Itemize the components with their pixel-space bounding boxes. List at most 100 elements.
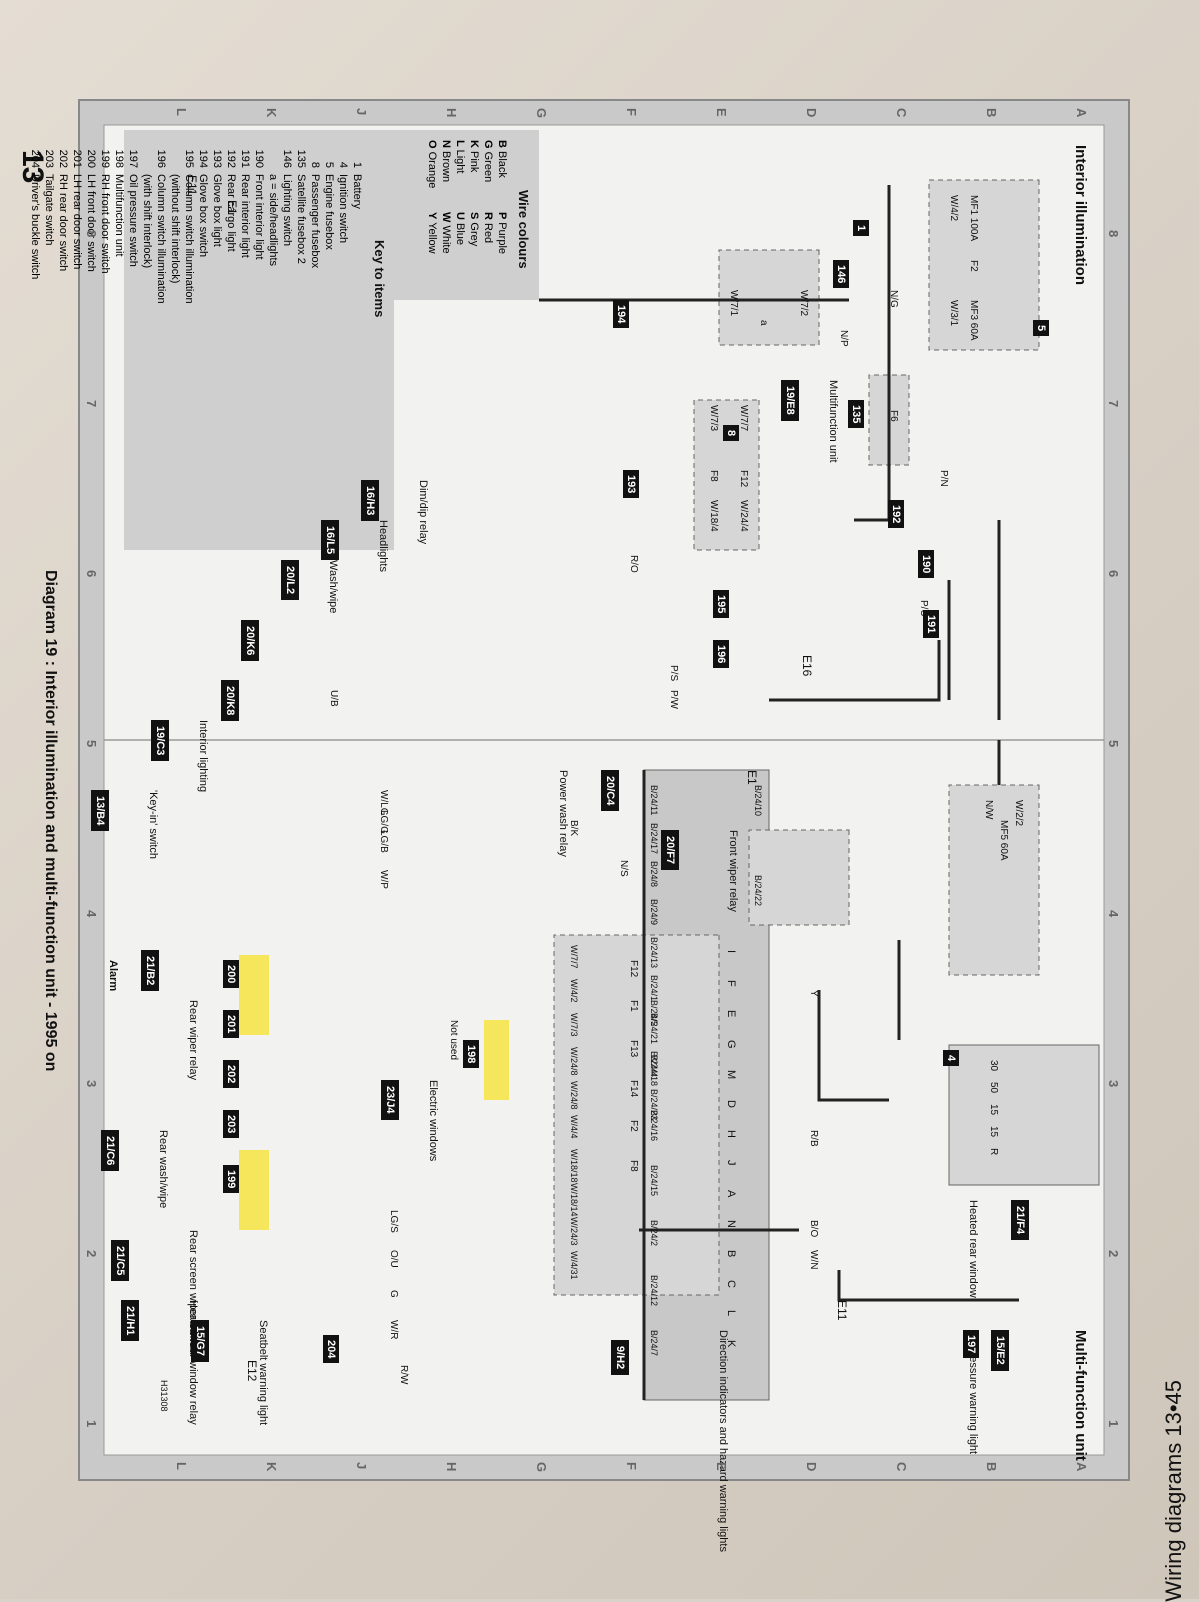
key-number: 195 (183, 149, 195, 168)
grid-row-label: K (264, 108, 279, 118)
grid-row-label: D (804, 108, 819, 118)
wire-label-rw: R/W (398, 1365, 409, 1385)
wire-pu2 (769, 640, 941, 702)
key-label: RH rear door switch (57, 174, 69, 272)
label-power-wash: Power wash relay (557, 770, 569, 857)
colour-name: Purple (496, 222, 508, 254)
fuse-f12: F12 (738, 470, 749, 488)
wire-label-nw: N/W (983, 800, 994, 820)
wire-label-pn: P/N (938, 470, 949, 487)
grid-row-label: B (984, 108, 999, 118)
key-number: 196 (155, 149, 167, 168)
grid-col-label: 1 (84, 1420, 99, 1428)
key-label: Column switch illumination (155, 174, 167, 304)
fuse8-fuse-label: F1 (628, 1000, 639, 1012)
label-notused: Not used (448, 1020, 459, 1061)
wire-label-y: Y (808, 990, 819, 997)
item-number: 201 (223, 1010, 239, 1039)
wire-label-wr: W/R (388, 1320, 399, 1340)
mfu-pin-letter: C (725, 1280, 737, 1288)
mfu-pin-label: B/24/7 (649, 1330, 659, 1357)
fuse-f8: F8 (708, 470, 719, 482)
key-label: Rear interior light (239, 174, 251, 258)
item-number: 202 (223, 1060, 239, 1089)
wire-label-bo: B/O (808, 1220, 819, 1238)
wire-label-ng: N/G (888, 290, 899, 308)
cross-reference-tag: 20/F7 (661, 830, 679, 871)
fusebox-8-right (553, 934, 720, 1296)
earth-e16: E16 (800, 655, 814, 677)
key-number: 190 (253, 149, 265, 168)
wire-label-ps: P/S (668, 665, 679, 682)
wire-label-w22: W/2/2 (1013, 800, 1024, 827)
colour-entry: W White (439, 212, 453, 284)
item-number: 4 (943, 1050, 959, 1067)
fuse8-wire-label: W/24/8 (569, 1081, 579, 1110)
key-number: 192 (225, 149, 237, 168)
key-label: (without shift interlock) (169, 174, 181, 284)
key-label: Glove box light (211, 174, 223, 247)
fuse-w73: W/7/3 (708, 405, 719, 432)
grid-row-label: A (1074, 1462, 1089, 1472)
item-number: 200 (223, 960, 239, 989)
grid-row-label: J (354, 108, 369, 116)
grid-row-label: C (894, 1462, 909, 1472)
key-label: RH front door switch (99, 174, 111, 274)
key-label: Tailgate switch (43, 174, 55, 246)
label-dimdip: Dim/dip relay (417, 480, 429, 545)
switch-w72: W/7/2 (798, 290, 809, 317)
item-number: 146 (833, 260, 849, 289)
colour-entry: N Brown (439, 140, 453, 212)
key-label: LH front door switch (85, 174, 97, 272)
fuse-f6: F6 (888, 410, 899, 422)
cross-reference-tag: 21/H1 (121, 1300, 139, 1342)
colour-code: W (440, 212, 452, 226)
colour-code: Y (426, 212, 438, 223)
cross-reference-tag: 19/C3 (151, 720, 169, 762)
mfu-pin-label: B/24/2 (649, 1220, 659, 1247)
colour-entry: G Green (481, 140, 495, 212)
fuse8-fuse-label: F13 (628, 1040, 639, 1058)
colour-entry: S Grey (467, 212, 481, 284)
grid-row-label: H (444, 1462, 459, 1472)
colour-name: Light (454, 149, 466, 174)
colour-name: Yellow (426, 222, 438, 254)
key-label: Battery (351, 174, 363, 209)
cross-reference-tag: 23/J4 (381, 1080, 399, 1120)
label-elecwin: Electric windows (427, 1080, 439, 1162)
item-number: 5 (1033, 320, 1049, 337)
wire-b-e11 (837, 1270, 1019, 1302)
colour-name: Black (496, 151, 508, 178)
grid-row-label: G (534, 108, 549, 119)
fusebox-8-left (693, 399, 760, 551)
key-number: 204 (29, 149, 41, 168)
fusebox-5-left (928, 179, 1040, 351)
key-title: Key to items (372, 240, 387, 318)
mfu-pin-letter: E (725, 1010, 737, 1018)
ignition-terminal-label: 15 (988, 1104, 999, 1116)
ignition-terminal-label: R (988, 1148, 999, 1156)
mfu-pin-label: B/24/5 (649, 1000, 659, 1027)
item-number: 191 (923, 610, 939, 639)
label-front-wiper: Front wiper relay (727, 830, 739, 912)
item-number: 197 (963, 1330, 979, 1359)
highlight-199 (239, 1150, 269, 1230)
item-number: 204 (323, 1335, 339, 1364)
colour-code: N (440, 140, 452, 151)
section-heading-left: Interior illumination (1072, 145, 1089, 286)
highlight-200 (239, 955, 269, 1035)
colour-name: Pink (468, 151, 480, 173)
colour-box (389, 130, 539, 300)
grid-col-label: 8 (1106, 230, 1121, 238)
mfu-pin-letter: D (725, 1100, 737, 1108)
fuse8-wire-label: W/7/3 (569, 1013, 579, 1037)
mfu-pin-letter: K (725, 1340, 737, 1348)
grid-col-label: 3 (1106, 1080, 1121, 1088)
key-label: Multifunction unit (113, 174, 125, 257)
mfu-pin-letter: A (725, 1190, 737, 1198)
